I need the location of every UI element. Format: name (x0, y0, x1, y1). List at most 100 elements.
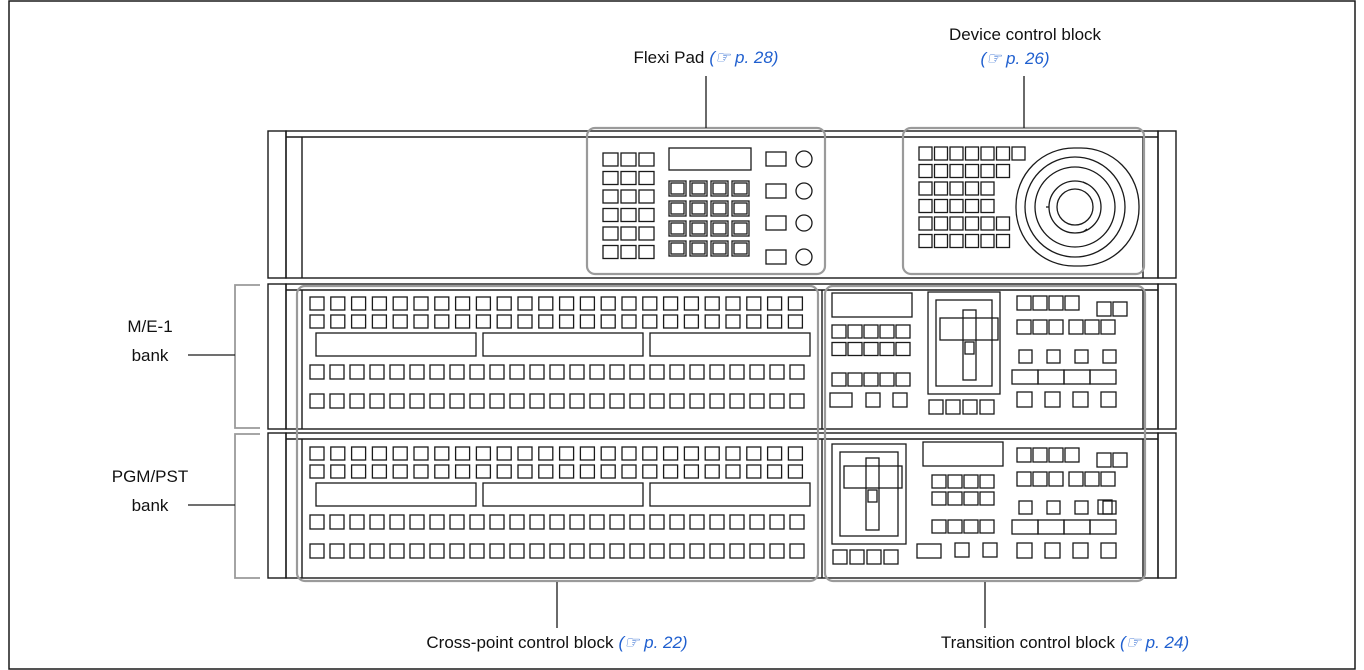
device-control-key (933, 233, 949, 249)
pgm-crosspoint-key (558, 446, 575, 461)
me1-crosspoint-key (371, 296, 388, 311)
pgm-crosspoint-key (787, 464, 804, 479)
pgm-crosspoint-key (538, 446, 554, 461)
me1-crosspoint-key (589, 393, 605, 409)
me1-transition-key (1016, 319, 1032, 335)
me1-crosspoint-key (725, 296, 741, 311)
flexi-pad-numpad-key (668, 200, 687, 217)
me1-crosspoint-key (529, 393, 545, 409)
pgm-transition-key (1063, 519, 1091, 535)
flexi-pad-numpad-key (710, 220, 729, 237)
pgm-crosspoint-key (371, 446, 388, 461)
device-control-key (995, 233, 1011, 249)
pgm-transition-key (947, 474, 963, 489)
pgm-crosspoint-key (589, 543, 605, 559)
pgm-crosspoint-key (429, 514, 445, 530)
me1-crosspoint-key (434, 314, 450, 329)
pgm-transition-key (947, 491, 963, 506)
me1-transition-key (831, 324, 847, 339)
pgm-crosspoint-key (689, 514, 705, 530)
pgm-transition-key (1044, 542, 1061, 559)
device-control-page-link[interactable]: (☞ p. 26) (980, 49, 1049, 68)
me1-crosspoint-key (600, 314, 616, 329)
pgm-crosspoint-key (725, 446, 741, 461)
pgm-crosspoint-key (642, 446, 658, 461)
me1-crosspoint-key (449, 393, 465, 409)
flexi-pad-key (602, 170, 619, 186)
flexi-pad-numpad-key (710, 200, 729, 217)
pgm-crosspoint-key (729, 543, 745, 559)
me1-crosspoint-key (621, 296, 637, 311)
me1-crosspoint-key (569, 364, 585, 380)
me1-crosspoint-key (766, 296, 783, 311)
me1-crosspoint-key (669, 364, 685, 380)
device-control-key (964, 233, 980, 249)
me1-crosspoint-key (689, 364, 705, 380)
flexi-pad-numpad-key-inner (691, 242, 706, 255)
me1-transition-key (895, 341, 911, 357)
me1-crosspoint-key (629, 393, 645, 409)
me1-transition-key (879, 324, 895, 339)
me1-crosspoint-key (309, 296, 325, 311)
pgm-crosspoint-key (579, 464, 596, 479)
pgm-crosspoint-key (621, 464, 637, 479)
pgm-crosspoint-key (329, 514, 345, 530)
pgm-crosspoint-key (600, 464, 616, 479)
pgm-transition-key (1089, 519, 1117, 535)
me1-crosspoint-key (369, 364, 385, 380)
device-control-key (933, 198, 949, 214)
pgm-crosspoint-key (449, 514, 465, 530)
pgm-crosspoint-key (509, 514, 525, 530)
me1-crosspoint-key (330, 314, 346, 329)
flexi-pad-page-link[interactable]: (☞ p. 28) (709, 48, 778, 67)
me1-crosspoint-key (709, 393, 725, 409)
pgm-crosspoint-key (489, 543, 505, 559)
me1-crosspoint-key (749, 393, 765, 409)
pgm-crosspoint-key (766, 446, 783, 461)
me1-transition-key (1032, 295, 1048, 311)
flexi-pad-key (602, 152, 619, 167)
device-control-key (918, 163, 933, 179)
me1-crosspoint-key (309, 364, 325, 380)
pgm-crosspoint-key (669, 514, 685, 530)
flexi-pad-key (602, 226, 619, 241)
transition-frame (823, 284, 1147, 583)
transition-page-link[interactable]: (☞ p. 24) (1120, 633, 1189, 652)
me1-crosspoint-key (330, 296, 346, 311)
pgm-crosspoint-key (749, 514, 765, 530)
pgm-crosspoint-key (789, 543, 805, 559)
pgm-crosspoint-key (389, 514, 405, 530)
me1-crosspoint-key (629, 364, 645, 380)
pgm-crosspoint-name-display (482, 482, 644, 507)
me1-crosspoint-key (454, 296, 471, 311)
pgm-crosspoint-key (330, 464, 346, 479)
flexi-pad-numpad-key-inner (670, 222, 685, 235)
pgm-crosspoint-key (309, 514, 325, 530)
me1-crosspoint-key (469, 393, 485, 409)
cross-point-page-link[interactable]: (☞ p. 22) (618, 633, 687, 652)
flexi-pad-numpad-key (731, 220, 750, 237)
device-control-frame (901, 126, 1146, 276)
me1-bank-label: M/E-1 (127, 317, 172, 336)
pgm-transition-key (1032, 447, 1048, 463)
me1-transition-key (1048, 295, 1064, 311)
device-control-key (918, 198, 933, 214)
me1-crosspoint-key (642, 296, 658, 311)
me1-crosspoint-name-display (315, 332, 477, 357)
flexi-pad-key (620, 152, 637, 167)
me1-crosspoint-key (704, 314, 720, 329)
me1-crosspoint-key (662, 296, 679, 311)
me1-transition-key (829, 392, 853, 408)
me1-crosspoint-key (329, 393, 345, 409)
pgm-crosspoint-key (609, 543, 625, 559)
pgm-crosspoint-key (496, 464, 512, 479)
device-control-key (949, 233, 964, 249)
flexi-pad-key (638, 244, 655, 260)
flexi-pad-key (602, 207, 619, 223)
me1-transition-key (1016, 295, 1032, 311)
device-control-key (949, 163, 964, 179)
pgm-crosspoint-key (529, 514, 545, 530)
me1-transition-key (847, 372, 863, 387)
pgm-crosspoint-name-display (649, 482, 811, 507)
